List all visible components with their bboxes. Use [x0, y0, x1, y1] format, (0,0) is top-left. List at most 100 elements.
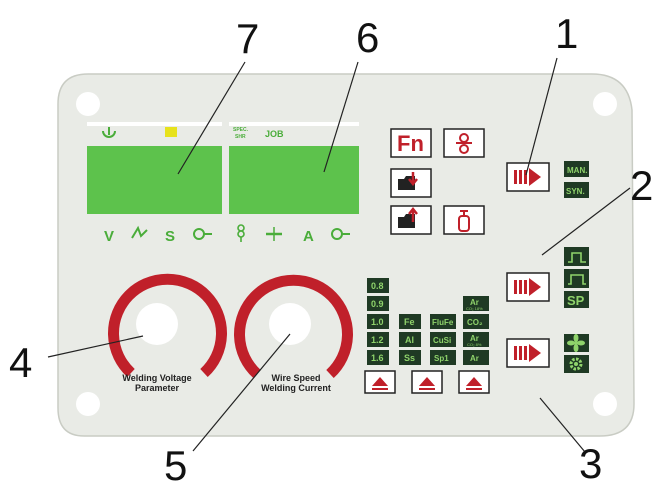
- fan-icon: [567, 334, 585, 352]
- svg-text:CO₂ 18%: CO₂ 18%: [466, 306, 483, 311]
- mount-hole: [593, 92, 617, 116]
- gas-key-ar: Ar: [463, 350, 489, 365]
- arrow-select-icon: [514, 278, 541, 296]
- arrow-select-icon: [514, 344, 541, 362]
- svg-text:Fn: Fn: [397, 131, 424, 156]
- callout-7: 7: [236, 15, 259, 62]
- svg-text:1.0: 1.0: [371, 317, 384, 327]
- balance-icon: [266, 227, 282, 241]
- callout-4: 4: [9, 339, 32, 386]
- indicator-sp: SP: [564, 291, 589, 308]
- gear-icon: [569, 357, 583, 371]
- callout-1: 1: [555, 10, 578, 57]
- load-job-button[interactable]: [390, 168, 432, 198]
- save-job-button[interactable]: [390, 205, 432, 235]
- indicator-man: MAN.: [564, 161, 589, 177]
- svg-text:SP: SP: [567, 293, 585, 308]
- arc-force-icon: [131, 225, 148, 239]
- wire-diameter-key: 1.0: [367, 314, 389, 329]
- gas-keys: Ar CO₂ 18% CO₂ Ar CO₂ 8% Ar: [463, 296, 489, 365]
- wire-diameter-key: 1.2: [367, 332, 389, 347]
- svg-text:Ss: Ss: [404, 353, 415, 363]
- wire-diameter-key: 1.6: [367, 350, 389, 365]
- voltage-knob-label-line1: Welding Voltage: [122, 373, 191, 383]
- diameter-up-button[interactable]: [364, 370, 396, 394]
- inductance-icon: [237, 224, 245, 242]
- wire-speed-knob-label-line1: Wire Speed: [272, 373, 321, 383]
- callout-leaders: [47, 57, 631, 453]
- callout-5: 5: [164, 442, 187, 488]
- svg-text:Sp1: Sp1: [434, 354, 449, 363]
- svg-text:SYN.: SYN.: [566, 187, 585, 196]
- indicator-square-icon: [165, 127, 177, 137]
- fn-button[interactable]: Fn: [390, 128, 432, 158]
- wire-feed-icon: [331, 228, 350, 240]
- display-left: V S: [87, 122, 222, 245]
- indicator-fan: [564, 334, 589, 352]
- arrow-select-icon: [514, 168, 541, 186]
- material-up-button[interactable]: [411, 370, 443, 394]
- label-a: A: [303, 228, 314, 245]
- svg-text:Al: Al: [405, 335, 414, 345]
- material-key: Al: [399, 332, 421, 347]
- svg-text:Ar: Ar: [470, 354, 479, 363]
- load-job-icon: [398, 172, 418, 190]
- indicator-4t: [564, 269, 589, 288]
- wire-diameter-keys: 0.8 0.9 1.0 1.2 1.6: [367, 278, 389, 365]
- callout-6: 6: [356, 14, 379, 61]
- label-shr: SHR: [235, 134, 246, 140]
- voltage-knob-label-line2: Parameter: [135, 383, 180, 393]
- mount-hole: [76, 392, 100, 416]
- svg-text:Ar: Ar: [470, 334, 479, 343]
- svg-text:CO₂ 8%: CO₂ 8%: [467, 342, 482, 347]
- display-right: SPEC. SHR JOB A: [229, 122, 359, 245]
- trigger-select-button[interactable]: [506, 272, 550, 302]
- 2t-icon: [568, 252, 586, 263]
- gas-check-button[interactable]: [443, 205, 485, 235]
- svg-text:1.6: 1.6: [371, 353, 384, 363]
- gas-key-ar-co2-8: Ar CO₂ 8%: [463, 332, 489, 347]
- callout-3: 3: [579, 440, 602, 487]
- svg-text:0.9: 0.9: [371, 299, 384, 309]
- svg-text:CO₂: CO₂: [467, 318, 483, 327]
- svg-text:1.2: 1.2: [371, 335, 384, 345]
- voltage-knob[interactable]: [108, 273, 227, 378]
- indicator-gear: [564, 355, 589, 373]
- save-job-icon: [398, 206, 418, 228]
- wire-type-keys: FluFe CuSi Sp1: [430, 314, 456, 365]
- material-keys: Fe Al Ss: [399, 314, 421, 365]
- label-spec: SPEC.: [233, 127, 249, 133]
- svg-text:Fe: Fe: [404, 317, 415, 327]
- mount-hole: [593, 392, 617, 416]
- wire-type-key: Sp1: [430, 350, 456, 365]
- wire-speed-knob[interactable]: [234, 274, 353, 379]
- wire-inch-button[interactable]: [443, 128, 485, 158]
- label-v: V: [104, 228, 114, 245]
- wire-feed-icon: [193, 228, 212, 240]
- gas-key-co2: CO₂: [463, 314, 489, 329]
- wire-inch-icon: [456, 133, 472, 154]
- cooling-select-button[interactable]: [506, 338, 550, 368]
- gas-key-ar-co2-18: Ar CO₂ 18%: [463, 296, 489, 311]
- indicator-syn: SYN.: [564, 182, 589, 198]
- gas-up-button[interactable]: [458, 370, 490, 394]
- label-s: S: [165, 228, 175, 245]
- material-key: Fe: [399, 314, 421, 329]
- gas-check-icon: [458, 210, 470, 232]
- label-job: JOB: [265, 129, 284, 139]
- material-key: Ss: [399, 350, 421, 365]
- svg-text:FluFe: FluFe: [432, 318, 454, 327]
- power-icon: [102, 127, 116, 138]
- wire-type-key: CuSi: [430, 332, 456, 347]
- indicator-2t: [564, 247, 589, 266]
- wire-type-key: FluFe: [430, 314, 456, 329]
- svg-text:0.8: 0.8: [371, 281, 384, 291]
- svg-text:CuSi: CuSi: [433, 336, 451, 345]
- wire-diameter-key: 0.8: [367, 278, 389, 293]
- svg-text:Ar: Ar: [470, 298, 479, 307]
- wire-diameter-key: 0.9: [367, 296, 389, 311]
- 4t-icon: [568, 274, 586, 285]
- callout-2: 2: [630, 162, 653, 209]
- mount-hole: [76, 92, 100, 116]
